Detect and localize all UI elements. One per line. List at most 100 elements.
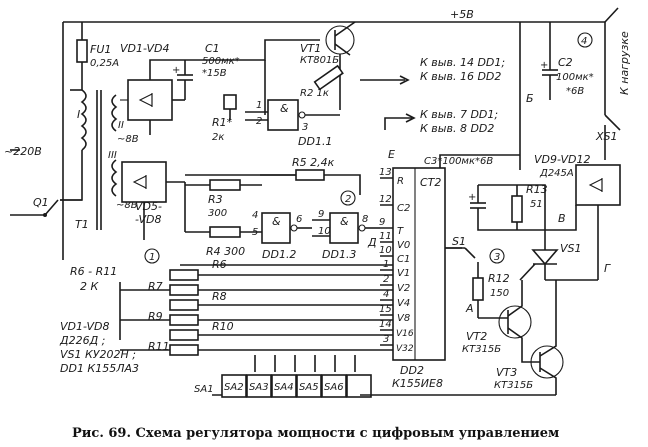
winding-iii-voltage: ~8В xyxy=(116,200,138,211)
diode-bridge-vd1-vd4 xyxy=(120,59,185,135)
dd2-pin-r: R xyxy=(397,176,404,187)
point-b-label: Б xyxy=(526,92,534,105)
point-e-label: Е xyxy=(388,148,395,161)
marker-1-label: 1 xyxy=(149,252,155,263)
transistor-vt1 xyxy=(185,21,356,115)
vt3-label: VT3 xyxy=(496,366,517,379)
dd2-pin-v2: V2 xyxy=(397,283,410,294)
point-g-label: Г xyxy=(604,262,611,275)
capacitor-c2: + xyxy=(519,22,558,170)
winding-iii-label: III xyxy=(108,150,117,161)
c1-voltage: *15В xyxy=(202,68,227,79)
supply-5v-label: +5В xyxy=(450,8,474,21)
resistor-r2 xyxy=(313,64,344,91)
xs1-label: XS1 xyxy=(595,130,618,143)
transistor-vt2 xyxy=(478,280,532,350)
c1-label: C1 xyxy=(205,42,220,55)
gate-dd1-2: & xyxy=(261,212,312,244)
dd1-1-pin1: 1 xyxy=(256,100,262,111)
marker-2 xyxy=(340,190,356,206)
vt2-label: VT2 xyxy=(466,330,487,343)
dd2-pin11: 11 xyxy=(379,231,392,242)
fu1-label: FU1 xyxy=(90,43,111,56)
note-diode-type: Д226Д ; xyxy=(59,334,105,347)
r3-value: 300 xyxy=(208,208,227,219)
dd2-pin15: 15 xyxy=(379,304,392,315)
s1-label: S1 xyxy=(452,235,466,248)
vs1-label: VS1 xyxy=(560,242,582,255)
dd2-pin-t: T xyxy=(397,226,404,237)
gate-dd1-1: & xyxy=(223,94,340,131)
dd1-1-pin2: 2 xyxy=(256,116,262,127)
dd1-3-pin10: 10 xyxy=(318,226,331,237)
resistor-ladder xyxy=(119,264,410,356)
dd2-label: DD2 xyxy=(400,364,424,377)
r12-label: R12 xyxy=(488,272,510,285)
svg-text:&: & xyxy=(272,215,281,228)
to-dd1-pin14: К выв. 14 DD1; xyxy=(420,56,505,69)
r9-label: R9 xyxy=(148,310,163,323)
sa1-label: SA1 xyxy=(194,384,214,395)
dd2-pin13: 13 xyxy=(379,167,392,178)
dd2-pin-v32: V32 xyxy=(396,344,414,354)
figure-caption: Рис. 69. Схема регулятора мощности с циф… xyxy=(72,426,559,441)
fu1-rating: 0,25А xyxy=(90,58,119,69)
vd9-vd12-label: VD9-VD12 xyxy=(534,153,591,166)
switch-bank xyxy=(212,355,372,398)
counter-dd2 xyxy=(380,167,465,361)
r13-value: 51 xyxy=(530,199,543,210)
marker-1 xyxy=(144,248,160,264)
dd2-pin-v1: V1 xyxy=(397,268,410,279)
switch-s1-r12 xyxy=(445,247,484,318)
winding-ii-label: II xyxy=(118,120,124,131)
dd1-3-pin9: 9 xyxy=(318,209,324,220)
point-v-label: В xyxy=(558,212,566,225)
vd9-type: Д245А xyxy=(539,168,574,179)
dd2-pin-c2: C2 xyxy=(397,203,410,214)
dd2-pin-v8: V8 xyxy=(397,313,410,324)
c2-capacitance: 100мк* xyxy=(556,72,594,83)
svg-text:+: + xyxy=(468,192,476,203)
dd2-ct2-label: CT2 xyxy=(420,176,441,189)
diode-bridge-vd9-vd12 xyxy=(545,164,621,280)
marker-2-label: 2 xyxy=(345,194,351,205)
c3-label: C3*100мк*6В xyxy=(424,156,493,167)
svg-text:&: & xyxy=(280,102,289,115)
dd1-3-label: DD1.3 xyxy=(322,248,356,261)
resistor-r5 xyxy=(260,169,361,195)
r11-label: R11 xyxy=(148,340,170,353)
svg-text:&: & xyxy=(340,215,349,228)
c2-voltage: *6В xyxy=(566,86,584,97)
to-load-label: К нагрузке xyxy=(618,31,631,95)
dd1-3-pin8: 8 xyxy=(362,214,368,225)
r1-label: R1* xyxy=(212,116,233,129)
r6-r11-label: R6 - R11 xyxy=(70,265,117,278)
diode-bridge-vd5-vd8 xyxy=(121,161,185,240)
dd2-pin-v0: V0 xyxy=(397,240,410,251)
q1-label: Q1 xyxy=(33,196,49,209)
winding-i-label: I xyxy=(77,108,80,121)
r2-label: R2 1к xyxy=(300,88,329,99)
svg-text:+: + xyxy=(172,65,180,76)
r6-label: R6 xyxy=(212,258,227,271)
marker-4-label: 4 xyxy=(581,36,587,47)
r13-label: R13 xyxy=(526,183,548,196)
note-thyristor: VS1 КУ202Н ; xyxy=(60,348,136,361)
dd1-2-pin6: 6 xyxy=(296,214,302,225)
dd2-pin-c1: C1 xyxy=(397,254,410,265)
dd2-type: К155ИЕ8 xyxy=(392,377,443,390)
point-a-label: А xyxy=(465,302,474,315)
r4-label: R4 300 xyxy=(206,245,245,258)
r3-label: R3 xyxy=(208,193,223,206)
dd1-2-pin5: 5 xyxy=(252,227,258,238)
dd2-pin9: 9 xyxy=(379,217,385,228)
gate-dd1-3: & xyxy=(312,212,380,244)
r1-value: 2к xyxy=(212,132,224,143)
r10-label: R10 xyxy=(212,320,234,333)
note-dd1: DD1 К155ЛА3 xyxy=(60,362,139,375)
vt3-type: КТ315Б xyxy=(494,380,533,391)
marker-3-label: 3 xyxy=(494,252,500,263)
dd2-pin10: 10 xyxy=(379,245,392,256)
fuse-fu1 xyxy=(76,22,88,90)
note-diodes: VD1-VD8 xyxy=(60,320,110,333)
